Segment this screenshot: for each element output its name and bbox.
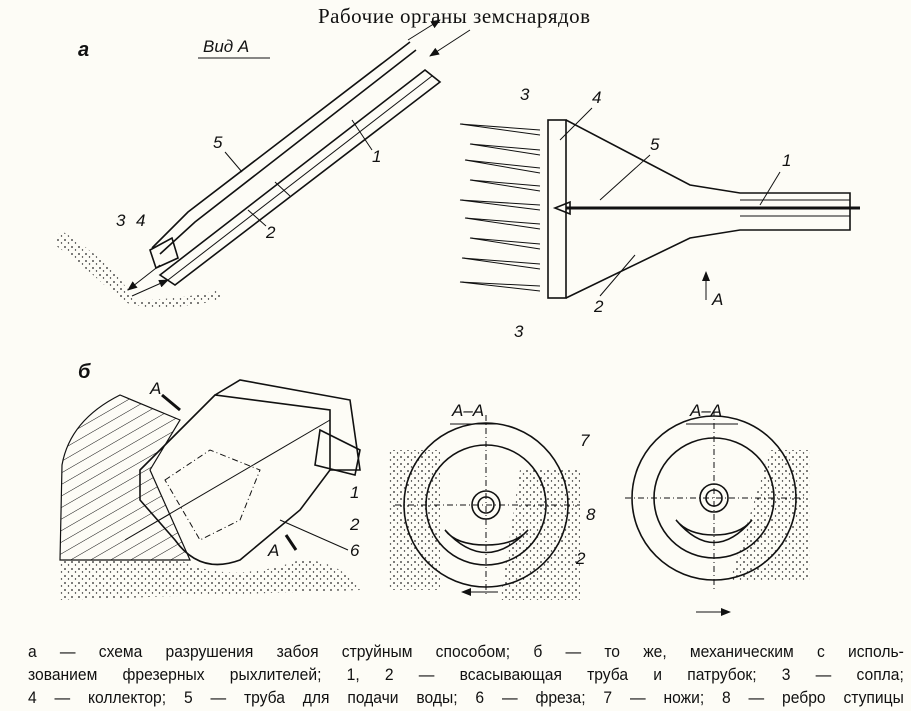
- figure-title: Рабочие органы земснарядов: [318, 4, 591, 28]
- jet-suction-pipe-side-view: [55, 19, 471, 308]
- label-5-right: 5: [650, 135, 660, 154]
- label-2-section: 2: [575, 549, 586, 568]
- section-mark-a-top: A: [149, 379, 161, 398]
- label-1: 1: [372, 147, 381, 166]
- cutter-section-2: [625, 410, 810, 616]
- section-a-a-1-label: A–A: [451, 401, 484, 420]
- label-3-bottom: 3: [514, 322, 524, 341]
- label-view-a-arrow: A: [711, 290, 723, 309]
- label-8: 8: [586, 505, 596, 524]
- caption-line: 4 — коллектор; 5 — труба для подачи воды…: [28, 688, 904, 707]
- label-4: 4: [136, 211, 145, 230]
- figure-caption: а — схема разрушения забоя струйным спос…: [28, 640, 904, 709]
- label-3-top: 3: [520, 85, 530, 104]
- nozzle-collector-view: [459, 119, 860, 300]
- cutter-section-1: [388, 415, 580, 600]
- cutter-head-side-view: [59, 379, 361, 600]
- label-2-b: 2: [349, 515, 360, 534]
- label-4-right: 4: [592, 88, 601, 107]
- label-1-b: 1: [350, 483, 359, 502]
- label-3: 3: [116, 211, 126, 230]
- label-6: 6: [350, 541, 360, 560]
- label-2: 2: [265, 223, 276, 242]
- caption-line: а — схема разрушения забоя струйным спос…: [28, 642, 904, 661]
- label-2-right: 2: [593, 297, 604, 316]
- label-7: 7: [580, 431, 590, 450]
- label-5: 5: [213, 133, 223, 152]
- caption-line: зованием фрезерных рыхлителей; 1, 2 — вс…: [28, 665, 904, 684]
- section-mark-a-bottom: A: [267, 541, 279, 560]
- panel-a-letter: а: [78, 39, 89, 61]
- label-1-right: 1: [782, 151, 791, 170]
- view-a-label: Вид А: [203, 37, 249, 56]
- panel-b-letter: б: [78, 361, 91, 383]
- dredger-diagram: а Вид А 5 1 2 3 4 3: [55, 19, 860, 616]
